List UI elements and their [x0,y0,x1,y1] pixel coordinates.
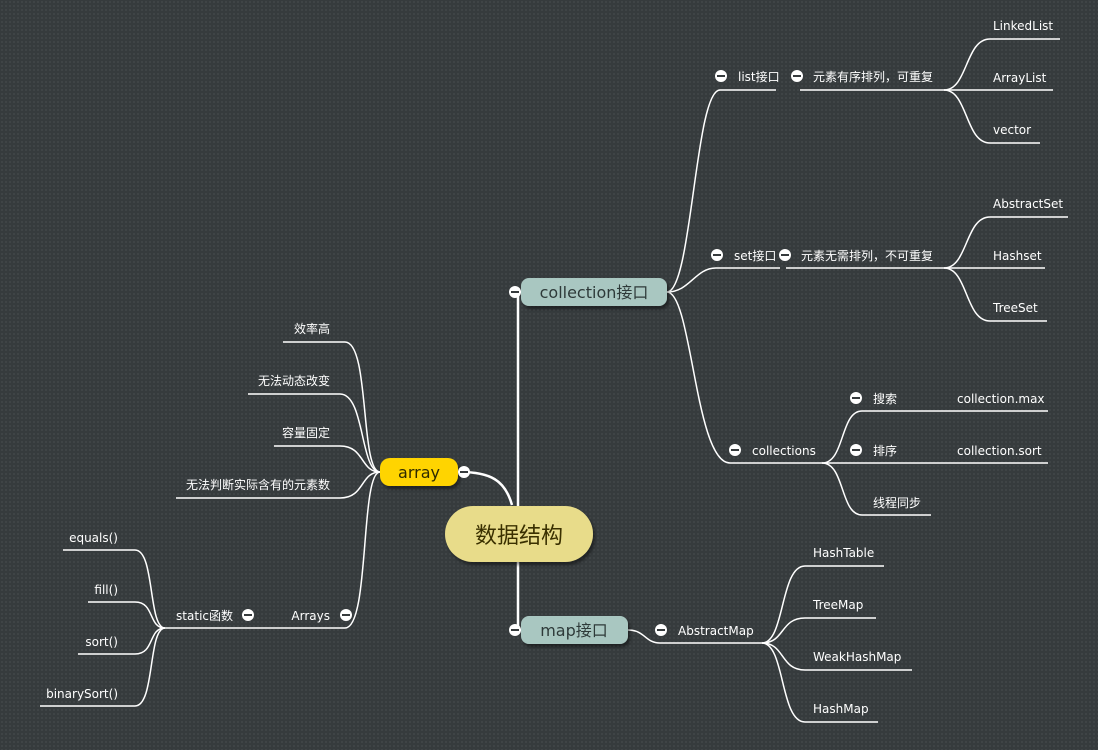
collapse-icon[interactable] [850,392,862,404]
list-item[interactable]: LinkedList [993,19,1053,33]
search-label[interactable]: 搜索 [873,391,897,406]
collapse-icon[interactable] [791,70,803,82]
set-description[interactable]: 元素无需排列，不可重复 [801,249,933,263]
static-function-item[interactable]: sort() [85,635,118,649]
set-item[interactable]: TreeSet [992,301,1038,315]
set-interface-label[interactable]: set接口 [734,248,776,263]
collapse-icon[interactable] [509,624,521,636]
static-function-item[interactable]: binarySort() [46,687,118,701]
collapse-icon[interactable] [655,624,667,636]
collection-sort-label[interactable]: collection.sort [957,444,1042,458]
collapse-icon[interactable] [729,444,741,456]
center-node[interactable]: 数据结构 [445,506,593,562]
set-branch: set接口 元素无需排列，不可重复 AbstractSet Hashset Tr… [734,197,1063,315]
arrays-label[interactable]: Arrays [291,609,330,623]
set-item[interactable]: Hashset [993,249,1042,263]
map-item[interactable]: TreeMap [812,598,863,612]
collapse-icon[interactable] [779,249,791,261]
collapse-icon[interactable] [850,444,862,456]
set-item[interactable]: AbstractSet [993,197,1063,211]
array-trait[interactable]: 效率高 [294,321,330,336]
list-item[interactable]: vector [993,123,1031,137]
array-node[interactable]: array [380,458,458,486]
collapse-icon[interactable] [242,609,254,621]
collections-branch: collections 搜索 collection.max 排序 collect… [752,391,1045,510]
static-function-item[interactable]: fill() [94,583,118,597]
map-label: map接口 [540,621,608,640]
abstract-map-label[interactable]: AbstractMap [678,624,754,638]
list-description[interactable]: 元素有序排列，可重复 [813,69,933,84]
map-item[interactable]: HashMap [813,702,869,716]
sort-label[interactable]: 排序 [873,443,897,458]
collection-label: collection接口 [540,283,649,302]
map-item[interactable]: WeakHashMap [813,650,901,664]
static-functions-label[interactable]: static函数 [176,608,233,623]
list-interface-label[interactable]: list接口 [738,69,780,84]
array-trait[interactable]: 无法判断实际含有的元素数 [186,477,330,492]
array-trait[interactable]: 容量固定 [282,425,330,440]
array-trait[interactable]: 无法动态改变 [258,373,330,388]
collapse-icon[interactable] [711,249,723,261]
connectors [40,38,1068,723]
arrays-branch: Arrays static函数 equals() fill() sort() b… [46,531,330,701]
thread-sync-label[interactable]: 线程同步 [873,495,921,510]
collapse-icon[interactable] [458,466,470,478]
map-item[interactable]: HashTable [813,546,874,560]
static-function-item[interactable]: equals() [69,531,118,545]
collapse-toggles [242,70,862,636]
center-label: 数据结构 [475,524,563,549]
collapse-icon[interactable] [715,70,727,82]
map-node[interactable]: map接口 [521,616,628,644]
list-branch: list接口 元素有序排列，可重复 LinkedList ArrayList v… [738,19,1053,137]
collection-max-label[interactable]: collection.max [957,392,1045,406]
collapse-icon[interactable] [509,286,521,298]
array-label: array [398,463,440,482]
list-item[interactable]: ArrayList [993,71,1047,85]
array-traits: 效率高 无法动态改变 容量固定 无法判断实际含有的元素数 [186,321,330,492]
map-branch: AbstractMap HashTable TreeMap WeakHashMa… [678,546,901,716]
collapse-icon[interactable] [340,609,352,621]
collections-label[interactable]: collections [752,444,816,458]
collection-node[interactable]: collection接口 [521,278,667,306]
